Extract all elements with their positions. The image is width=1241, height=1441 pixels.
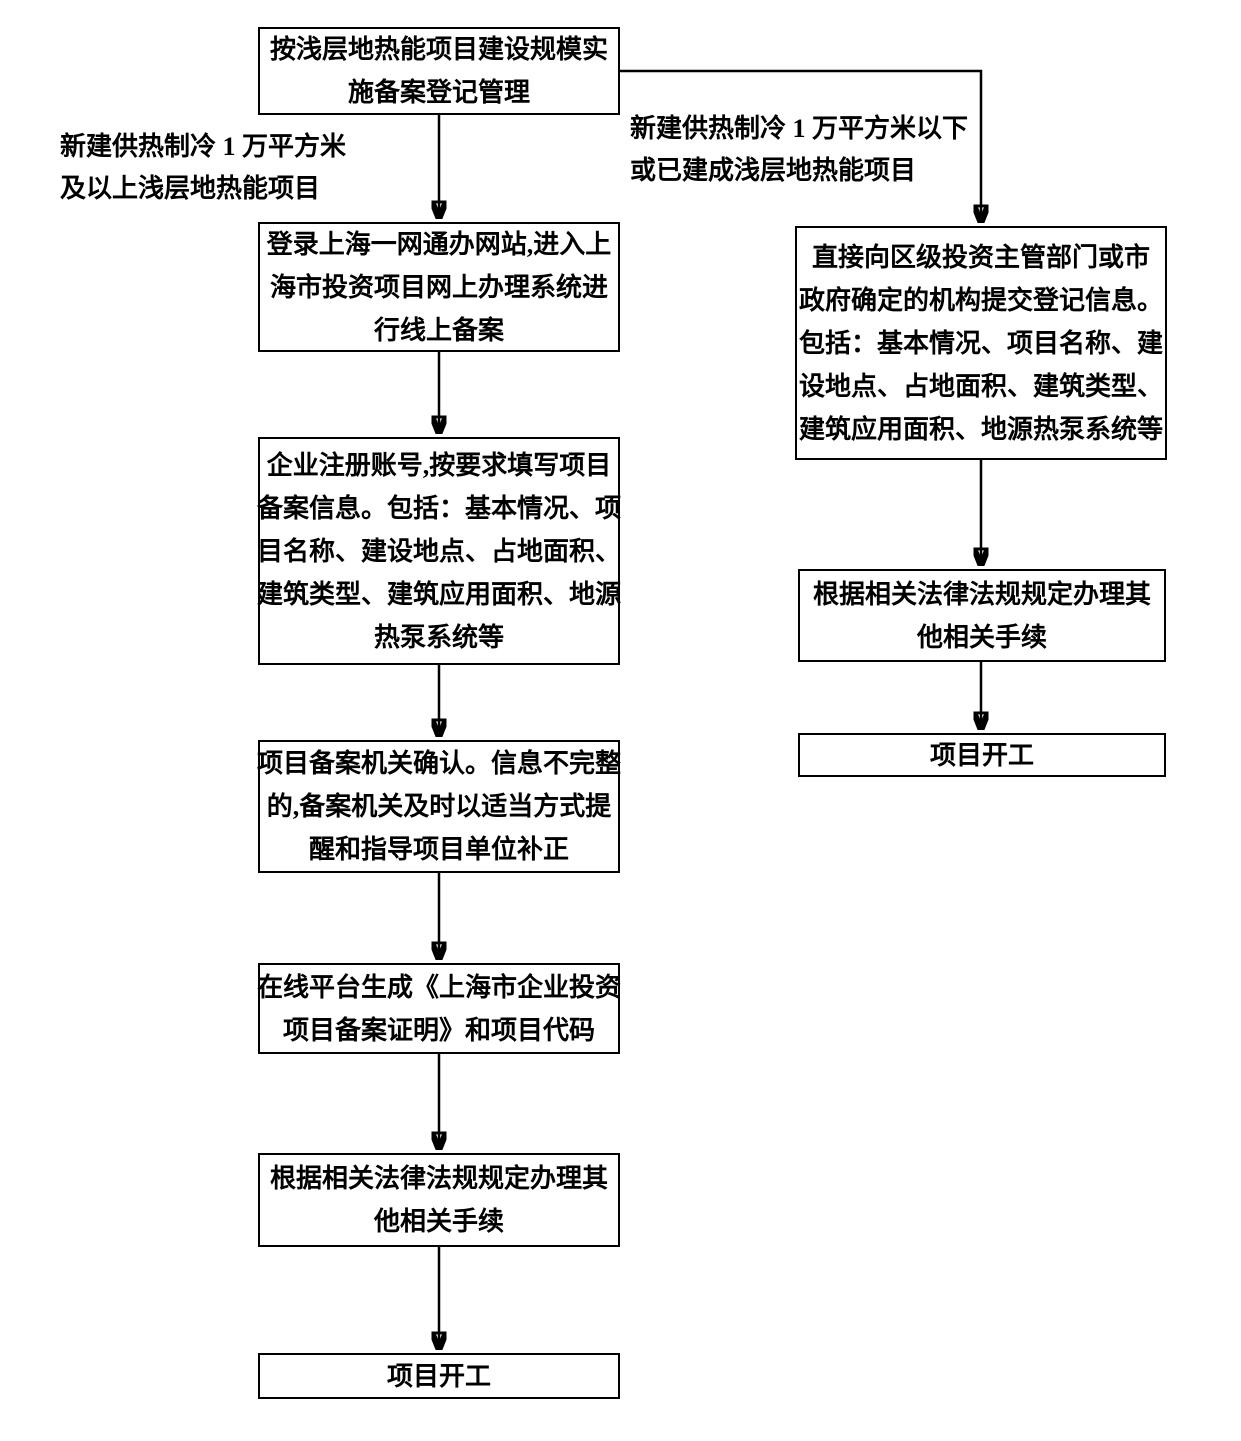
root-box: 按浅层地热能项目建设规模实 施备案登记管理 xyxy=(258,27,620,115)
right-step-other-procedures-box: 根据相关法律法规规定办理其 他相关手续 xyxy=(798,569,1166,662)
left-step-certificate-box: 在线平台生成《上海市企业投资 项目备案证明》和项目代码 xyxy=(257,963,621,1054)
left-step-fill-info-box: 企业注册账号,按要求填写项目 备案信息。包括：基本情况、项 目名称、建设地点、占… xyxy=(257,437,621,665)
right-branch-label: 新建供热制冷 1 万平方米以下 或已建成浅层地热能项目 xyxy=(630,114,969,185)
left-step-online-filing-box: 登录上海一网通办网站,进入上 海市投资项目网上办理系统进 行线上备案 xyxy=(258,222,620,352)
left-branch-label: 新建供热制冷 1 万平方米 及以上浅层地热能项目 xyxy=(60,132,347,203)
left-step-project-start-box: 项目开工 xyxy=(258,1353,620,1399)
left-step-other-procedures-box: 根据相关法律法规规定办理其 他相关手续 xyxy=(258,1153,620,1247)
right-step-submit-registration-box: 直接向区级投资主管部门或市 政府确定的机构提交登记信息。 包括：基本情况、项目名… xyxy=(795,226,1167,460)
right-step-project-start-box: 项目开工 xyxy=(798,733,1166,777)
left-step-confirm-box: 项目备案机关确认。信息不完整 的,备案机关及时以适当方式提 醒和指导项目单位补正 xyxy=(257,740,621,873)
